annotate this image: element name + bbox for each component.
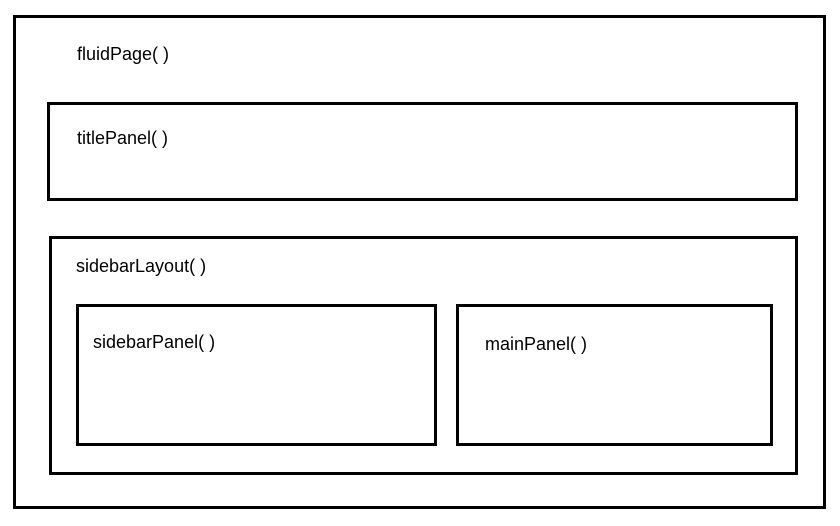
- titlepanel-box: titlePanel( ): [47, 102, 798, 201]
- sidebarlayout-label: sidebarLayout( ): [76, 256, 207, 276]
- fluidpage-label: fluidPage( ): [77, 44, 170, 64]
- titlepanel-label: titlePanel( ): [77, 128, 169, 148]
- sidebarpanel-label: sidebarPanel( ): [93, 332, 216, 352]
- mainpanel-label: mainPanel( ): [485, 334, 588, 354]
- mainpanel-box: mainPanel( ): [456, 304, 773, 446]
- sidebarlayout-box: sidebarLayout( ) sidebarPanel( ) mainPan…: [49, 236, 798, 475]
- fluidpage-box: fluidPage( ) titlePanel( ) sidebarLayout…: [13, 15, 826, 509]
- sidebarpanel-box: sidebarPanel( ): [76, 304, 437, 446]
